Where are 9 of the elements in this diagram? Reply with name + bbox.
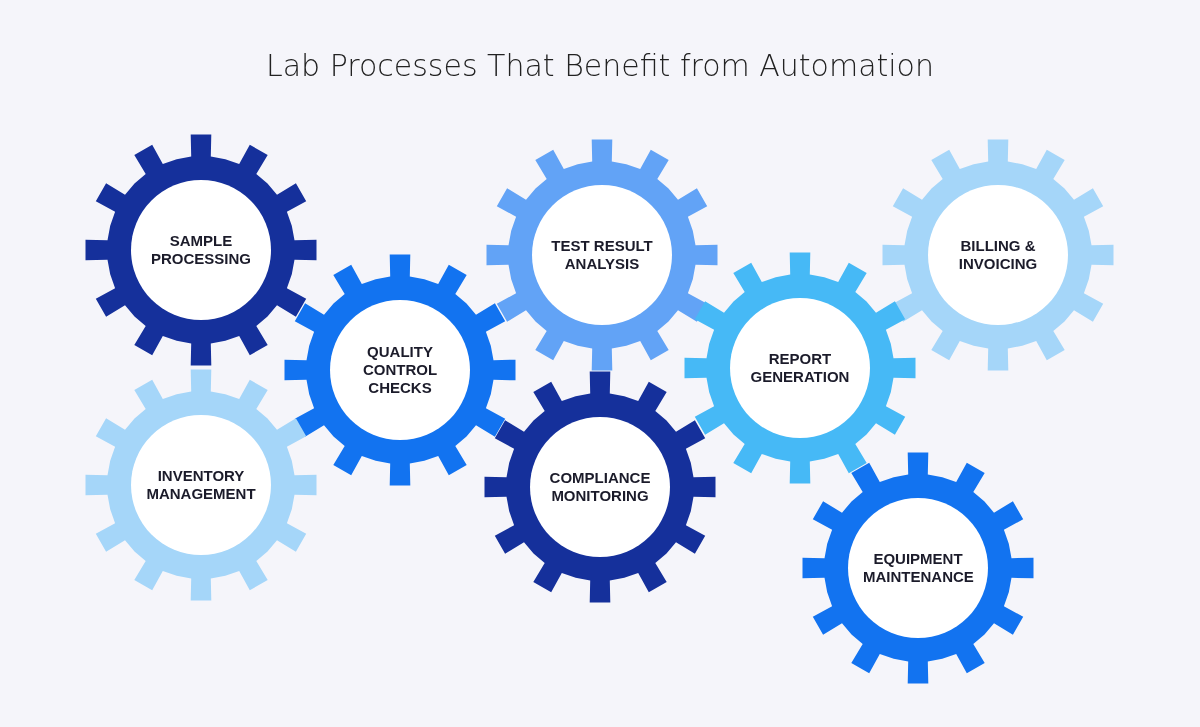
gear-label: REPORT GENERATION (749, 349, 851, 387)
gear-label: QUALITY CONTROL CHECKS (361, 342, 439, 398)
gear-label: EQUIPMENT MAINTENANCE (862, 549, 975, 587)
gear-label: INVENTORY MANAGEMENT (145, 466, 257, 504)
gear-label: SAMPLE PROCESSING (150, 231, 252, 269)
gear-label: COMPLIANCE MONITORING (548, 468, 652, 506)
gear-label: TEST RESULT ANALYSIS (550, 236, 654, 274)
title: Lab Processes That Benefit from Automation (265, 48, 935, 83)
gear-label: BILLING & INVOICING (957, 236, 1039, 274)
